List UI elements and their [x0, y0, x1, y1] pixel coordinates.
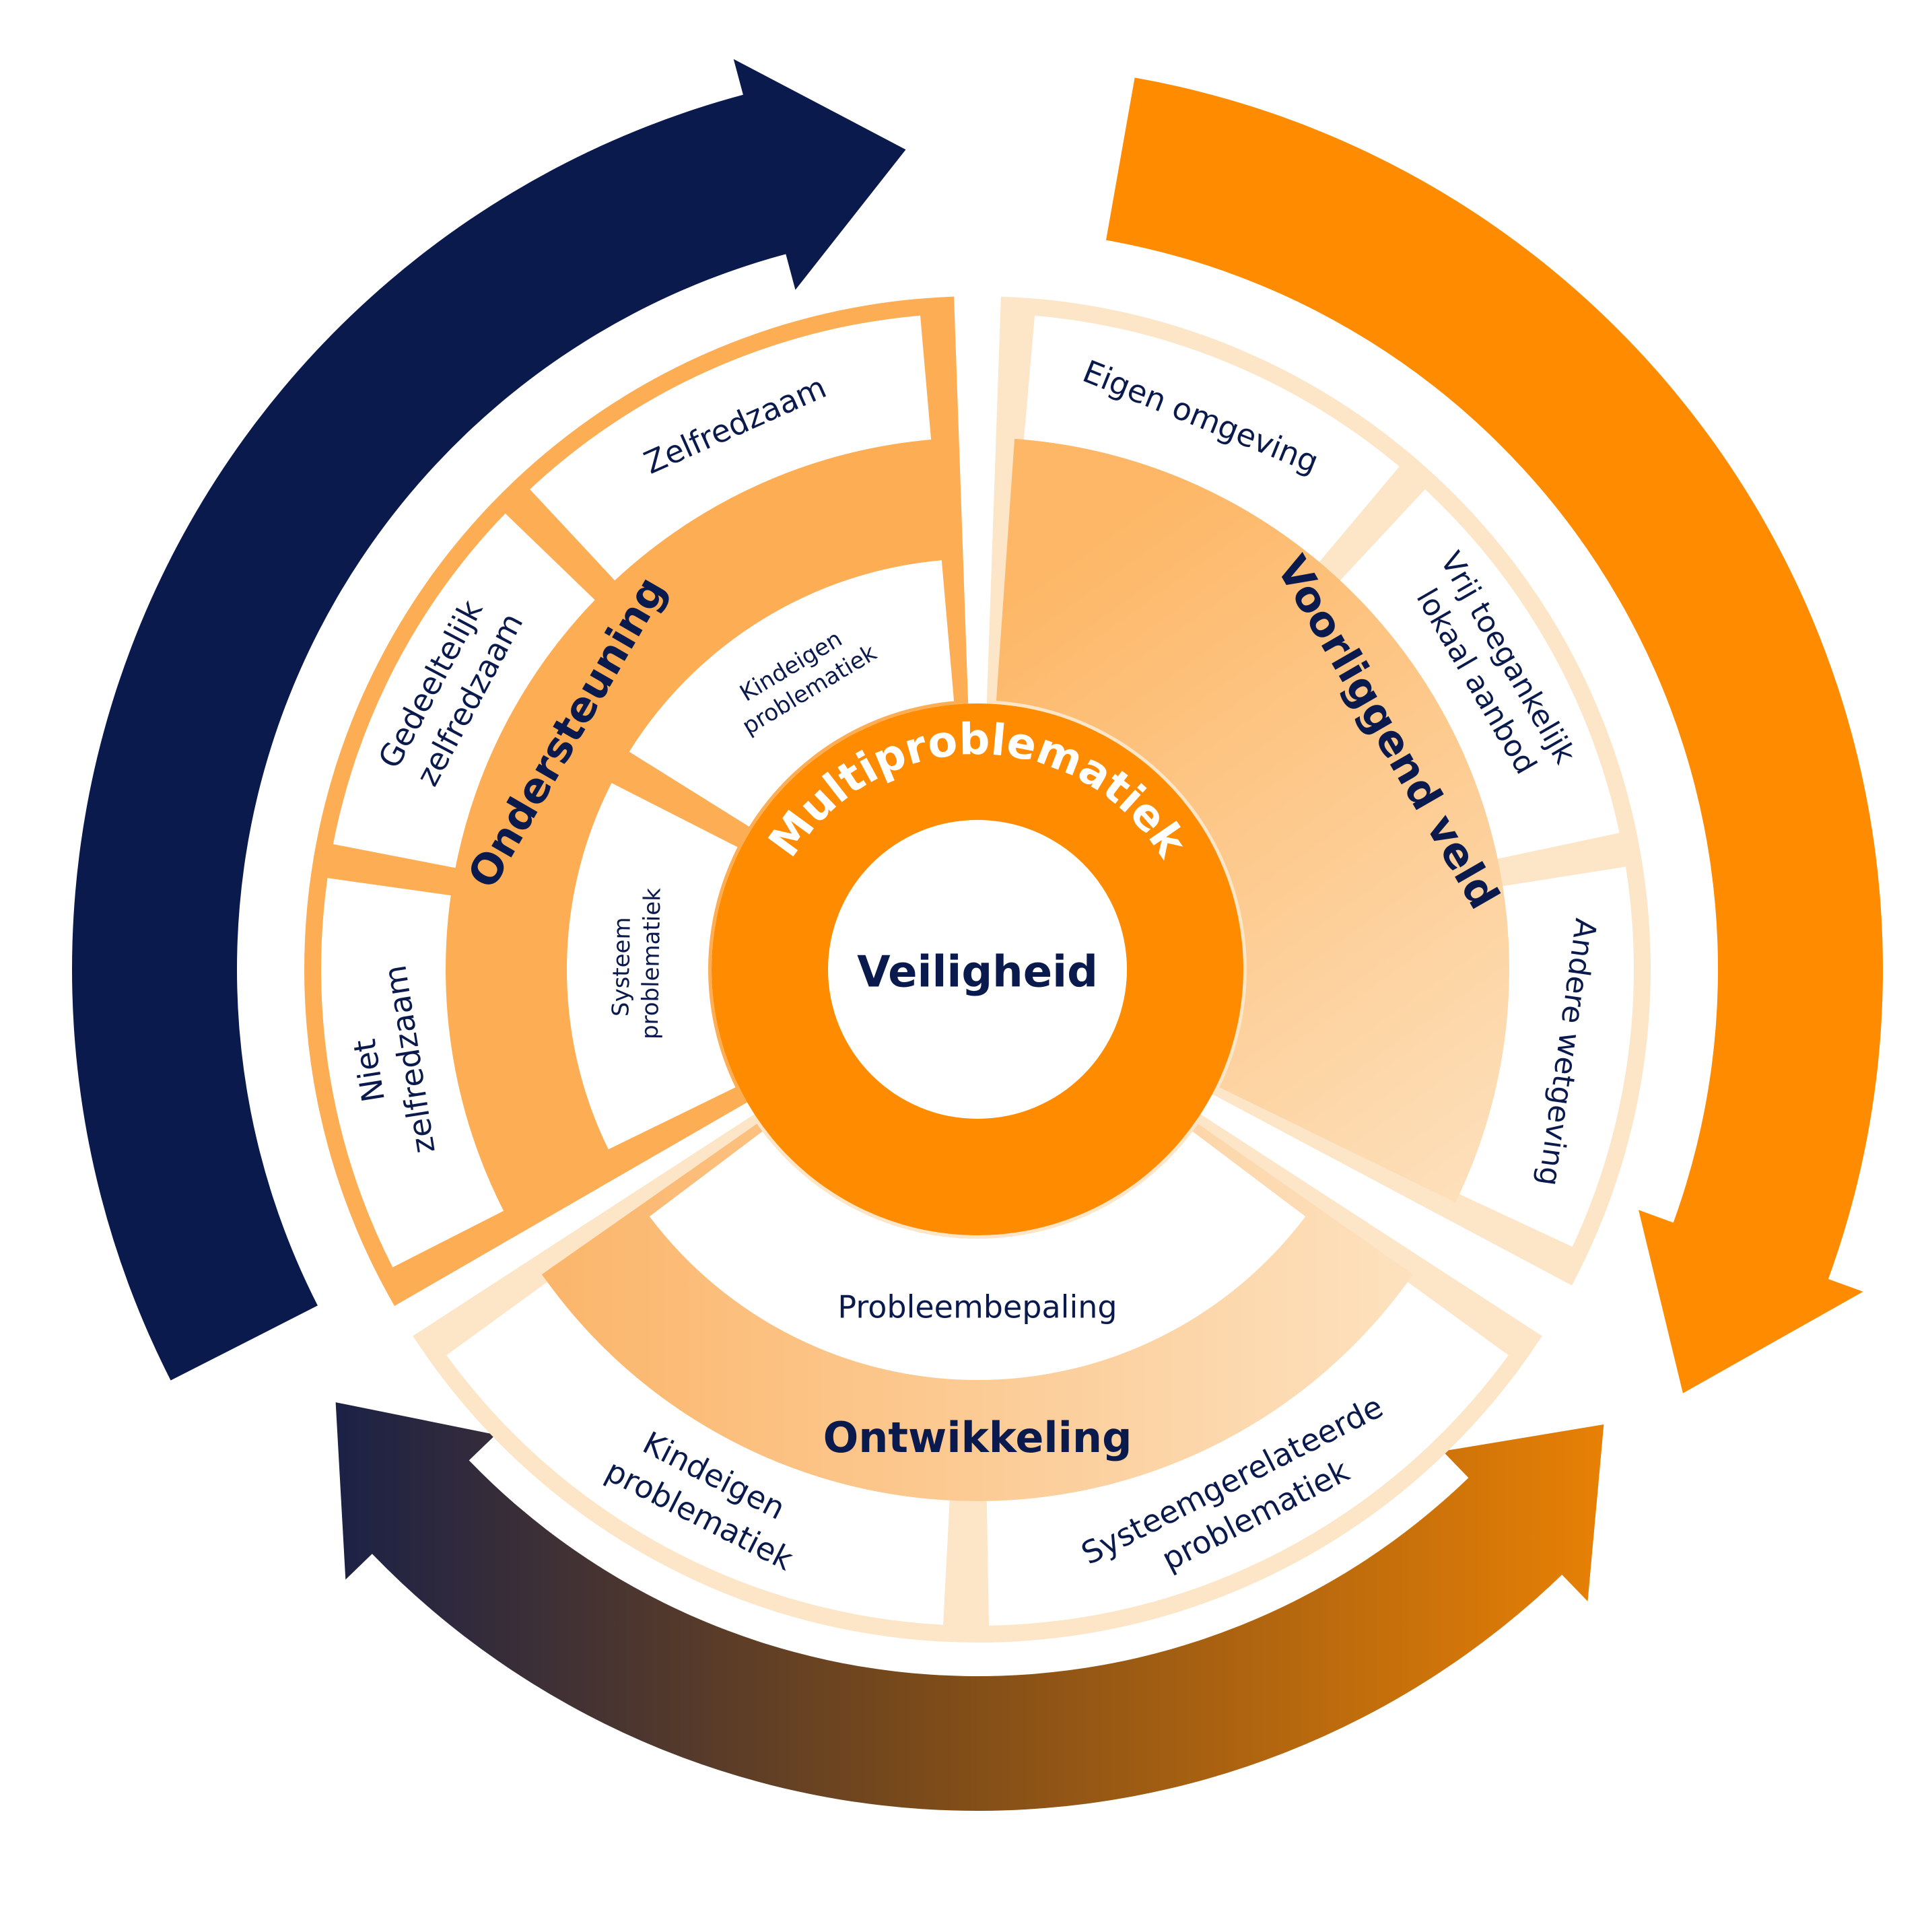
- core-center: [828, 820, 1127, 1119]
- ondersteuning-inner-cell-1: [629, 560, 955, 827]
- voorliggend-outer-cell-1: [1023, 315, 1400, 562]
- ondersteuning-outer-cell-3: [321, 878, 504, 1268]
- voorliggend-outer-cell-2: [1340, 489, 1620, 859]
- ondersteuning-outer-cell-1: [530, 315, 932, 581]
- voorliggend-outer-cell-3: [1459, 866, 1634, 1247]
- outer-arrows: [71, 59, 1884, 1812]
- sector-ontwikkeling: [413, 1114, 1542, 1643]
- sector-voorliggend-veld: [986, 296, 1651, 1286]
- voorliggend-band: [996, 438, 1509, 1203]
- heading-ontwikkeling: Ontwikkeling: [823, 1413, 1132, 1462]
- ondersteuning-outer-cell-2: [333, 513, 595, 868]
- ontwikkeling-outer-cell-2: [986, 1282, 1509, 1626]
- right-arrow: [1106, 77, 1884, 1393]
- core-value: Veiligheid: [857, 948, 1098, 998]
- sector-ondersteuning: [304, 296, 969, 1307]
- ondersteuning-inner-cell-2: [566, 783, 738, 1150]
- ontwikkeling-outer-cell-1: [446, 1282, 950, 1625]
- top-left-arrow: [71, 59, 906, 1381]
- core: [712, 703, 1243, 1235]
- bottom-arrow: [335, 1402, 1604, 1812]
- ontwikkeling-inner-cell-1: [649, 1131, 1306, 1381]
- label-probleembepaling: Probleembepaling: [837, 1289, 1117, 1325]
- label-systeem-problematiek: Systeem problematiek: [600, 887, 666, 1040]
